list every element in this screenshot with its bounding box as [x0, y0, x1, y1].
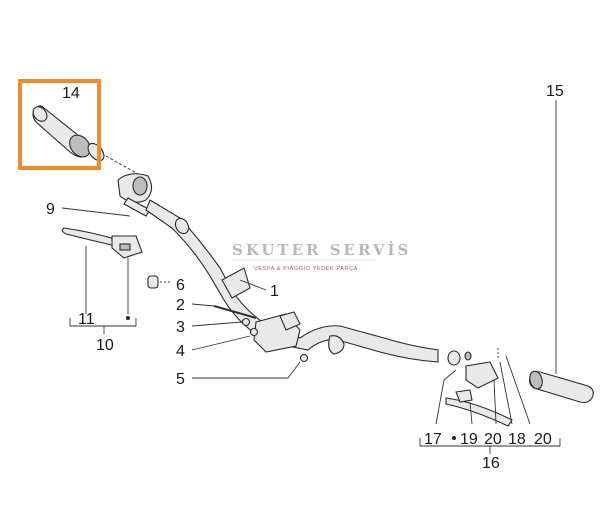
watermark: SKUTER SERVİS VESPA & PIAGGIO YEDEK PARÇ… [232, 240, 411, 272]
callout-20-left: 20 [484, 431, 502, 448]
highlight-box-part-14 [18, 79, 101, 170]
callout-9: 9 [46, 201, 55, 218]
group-bracket-16 [419, 438, 561, 454]
part-6-plug[interactable] [147, 275, 172, 289]
part-5-screw[interactable] [192, 353, 309, 379]
callout-labels: 14 15 9 6 1 2 3 4 5 11 10 17 19 20 18 20… [46, 83, 564, 472]
callout-14: 14 [62, 85, 80, 102]
callout-11: 11 [78, 311, 95, 328]
callout-4: 4 [176, 343, 185, 360]
callout-3: 3 [176, 319, 185, 336]
callout-15: 15 [546, 83, 564, 100]
callout-17: 17 [424, 431, 442, 448]
callout-16: 16 [482, 455, 500, 472]
callout-20-right: 20 [534, 431, 552, 448]
center-clamp[interactable] [253, 311, 345, 355]
part-16-lever-assembly[interactable] [435, 348, 531, 440]
part-1-handlebar[interactable] [145, 199, 439, 363]
part-3-washer[interactable] [191, 317, 251, 327]
part-14-grip[interactable] [30, 104, 107, 164]
right-spacer[interactable] [447, 350, 472, 366]
callout-1: 1 [270, 283, 279, 300]
callout-6: 6 [176, 277, 185, 294]
part-9-tube[interactable] [61, 197, 151, 217]
part-11-lever[interactable] [61, 227, 143, 320]
watermark-subtitle: VESPA & PIAGGIO YEDEK PARÇA [254, 266, 358, 272]
callout-19: 19 [460, 431, 478, 448]
callout-10: 10 [96, 337, 114, 354]
part-2-bolt[interactable] [191, 303, 257, 319]
watermark-title: SKUTER SERVİS [232, 240, 411, 259]
callout-5: 5 [176, 371, 185, 388]
part-4-nut[interactable] [191, 327, 259, 351]
callout-2: 2 [176, 297, 185, 314]
group-bracket-10 [69, 318, 137, 334]
part-15-grip[interactable] [528, 100, 594, 404]
throttle-housing[interactable] [105, 155, 153, 203]
callout-18: 18 [508, 431, 526, 448]
